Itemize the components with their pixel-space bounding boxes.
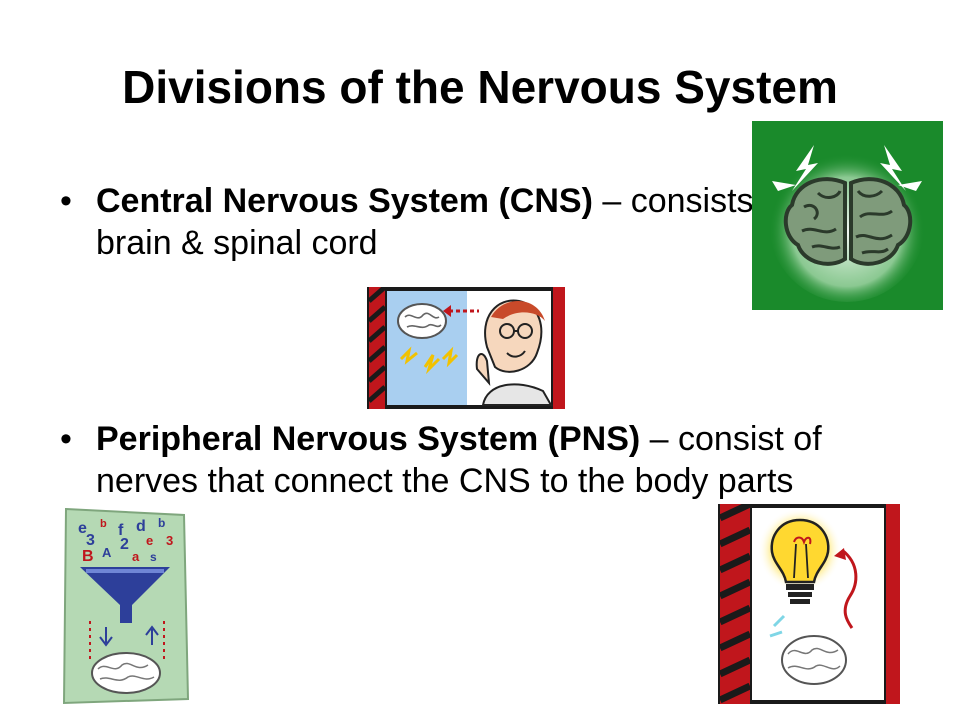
svg-text:3: 3 (86, 532, 95, 549)
bullet-symbol: • (60, 182, 72, 220)
thinking-person-icon (367, 285, 565, 409)
funnel-icon: e b f d b 3 2 e 3 B A a s (62, 507, 190, 705)
svg-text:A: A (102, 545, 112, 560)
svg-text:d: d (136, 518, 146, 535)
lightbulb-clipart (718, 500, 900, 704)
brain-lightning-clipart (752, 121, 943, 310)
bullet-dash: – (640, 420, 679, 458)
svg-text:e: e (146, 533, 153, 548)
svg-text:a: a (132, 549, 140, 564)
svg-text:B: B (82, 548, 94, 565)
slide-title: Divisions of the Nervous System (122, 61, 838, 113)
svg-text:2: 2 (120, 536, 129, 553)
bullet-description: consist of nerves that connect the CNS t… (96, 420, 822, 500)
bullet-symbol: • (60, 420, 72, 458)
lightning-icon (772, 145, 922, 191)
svg-text:3: 3 (166, 533, 173, 548)
bullet-term: Central Nervous System (CNS) (96, 182, 593, 220)
lightbulb-icon (718, 500, 900, 704)
funnel-clipart: e b f d b 3 2 e 3 B A a s (60, 505, 190, 705)
svg-text:b: b (158, 516, 165, 530)
brain-icon (769, 145, 925, 302)
svg-text:e: e (78, 520, 87, 537)
bullet-dash: – (592, 182, 631, 220)
bullet-term: Peripheral Nervous System (PNS) (96, 420, 641, 458)
svg-text:b: b (100, 518, 107, 530)
thinking-person-clipart (367, 285, 565, 409)
svg-text:f: f (118, 522, 124, 539)
svg-text:s: s (150, 550, 157, 564)
bullet-text: Peripheral Nervous System (PNS) – consis… (96, 418, 896, 502)
